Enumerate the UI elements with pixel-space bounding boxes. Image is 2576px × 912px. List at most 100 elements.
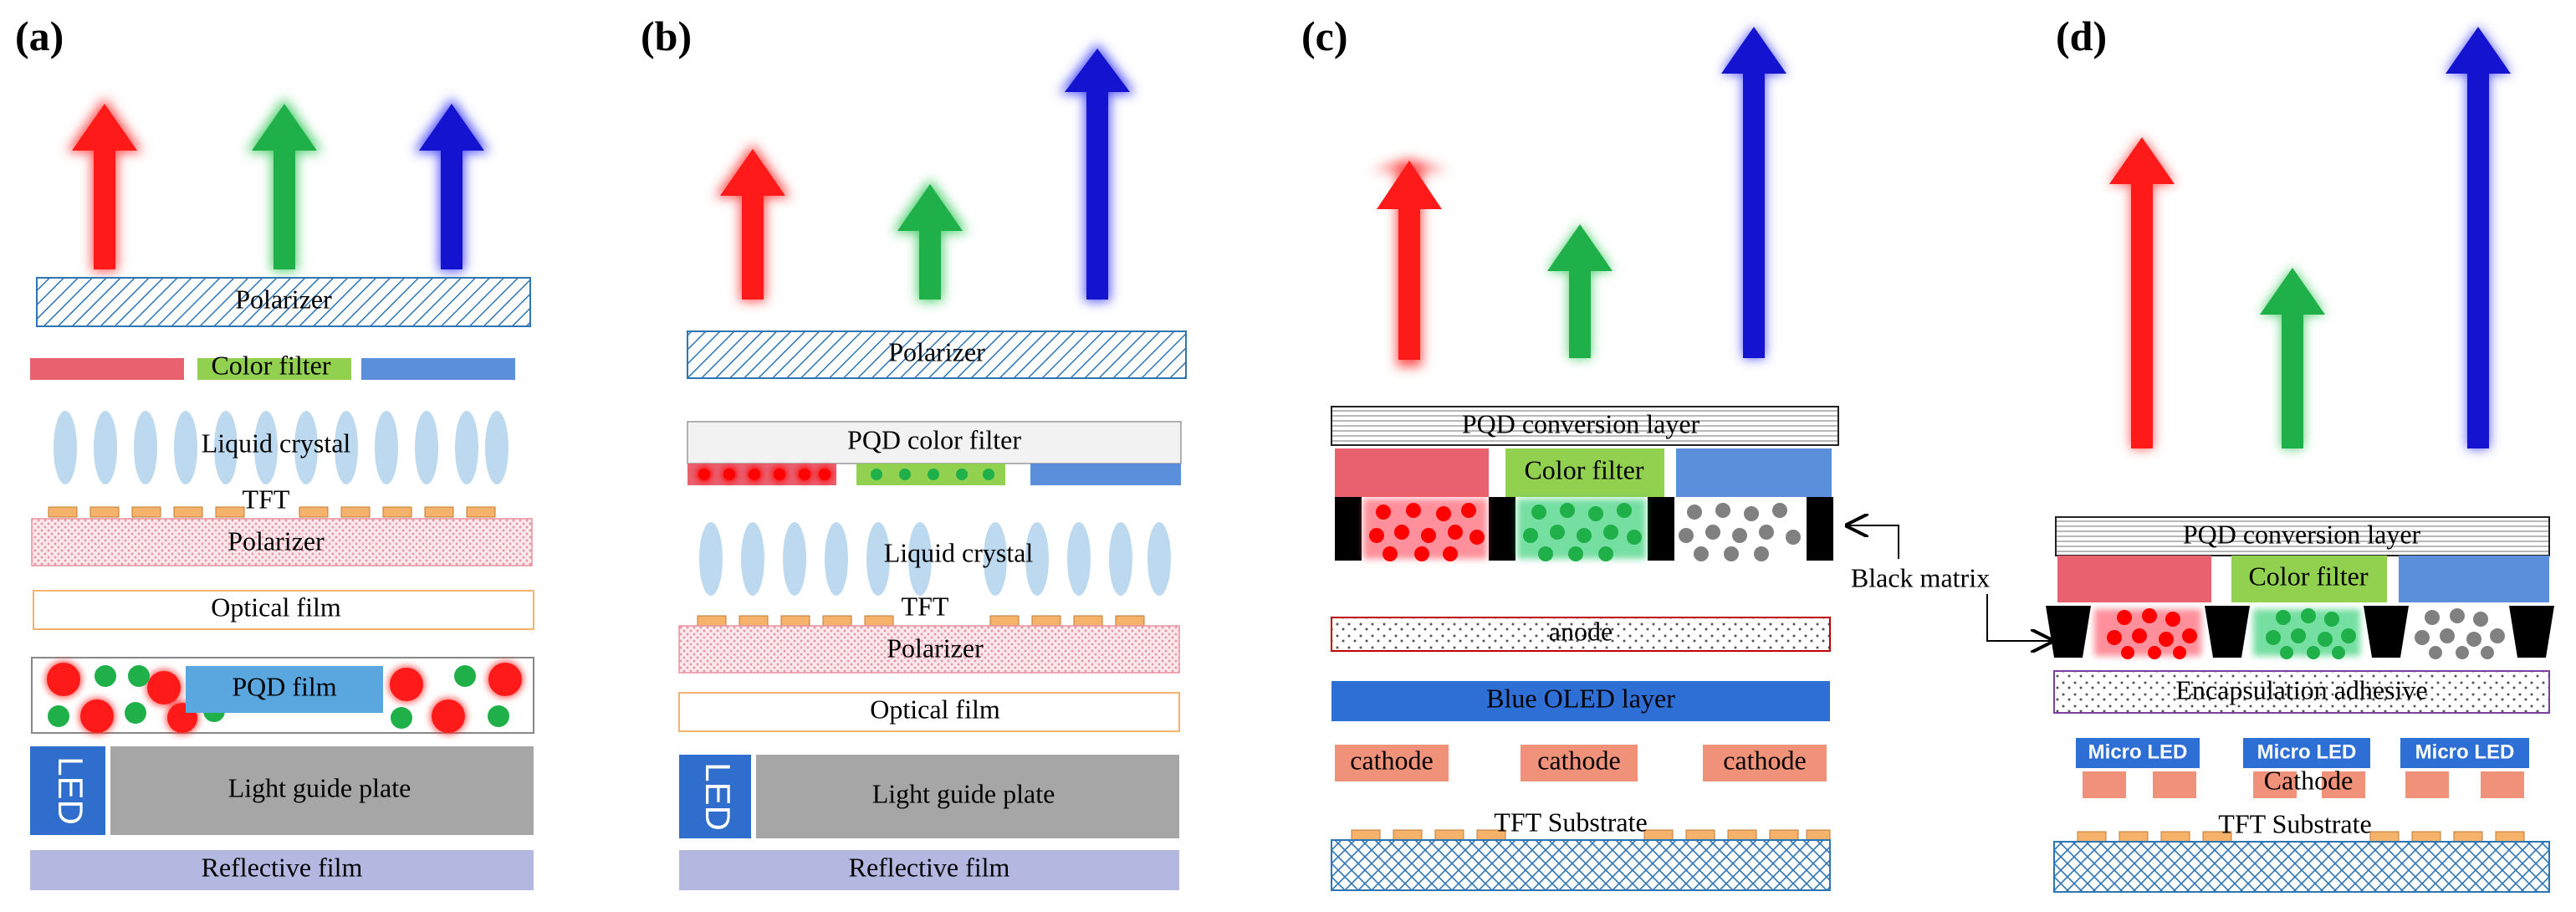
svg-text:Reflective film: Reflective film <box>202 852 363 882</box>
svg-text:PQD color filter: PQD color filter <box>847 424 1021 454</box>
red-arrow-c <box>1372 159 1447 366</box>
red-arrow-d <box>2109 137 2175 448</box>
svg-text:Encapsulation adhesive: Encapsulation adhesive <box>2175 674 2427 704</box>
light-guide-plate-b: Light guide plate <box>756 755 1179 838</box>
svg-text:TFT Substrate: TFT Substrate <box>2218 808 2371 838</box>
black-matrix-row-d <box>2046 606 2554 659</box>
panel-c-label: (c) <box>1301 13 1348 59</box>
svg-text:Polarizer: Polarizer <box>235 284 332 314</box>
svg-text:Liquid crystal: Liquid crystal <box>202 428 351 458</box>
svg-text:Polarizer: Polarizer <box>227 525 325 556</box>
svg-text:TFT: TFT <box>243 484 290 514</box>
svg-text:TFT: TFT <box>902 591 949 621</box>
blue-arrow-b <box>1060 44 1135 301</box>
arrows-b <box>715 44 1135 301</box>
svg-text:cathode: cathode <box>1537 745 1621 775</box>
tft-substrate-c: TFT Substrate <box>1331 807 1831 891</box>
tft-b: TFT <box>697 591 1145 627</box>
green-arrow-d <box>2260 268 2325 448</box>
svg-text:anode: anode <box>1549 616 1613 646</box>
svg-text:Color filter: Color filter <box>1524 454 1643 484</box>
panel-a: (a) Polarizer Color filter <box>15 13 534 890</box>
green-arrow-c <box>1547 224 1613 358</box>
svg-text:Light guide plate: Light guide plate <box>872 778 1055 808</box>
color-filter-a: Color filter <box>30 350 515 380</box>
cathodes-d: Cathode <box>2083 765 2524 798</box>
tft-substrate-d: TFT Substrate <box>2053 808 2550 893</box>
color-filter-d: Color filter <box>2057 556 2549 602</box>
led-a: LED <box>30 746 105 835</box>
pqd-conversion-layer-d: PQD conversion layer <box>2055 516 2550 556</box>
black-matrix-label: Black matrix <box>1851 562 1990 592</box>
light-guide-plate-a: Light guide plate <box>110 746 534 835</box>
reflective-film-a: Reflective film <box>30 850 534 890</box>
svg-text:Cathode: Cathode <box>2264 765 2354 795</box>
optical-film-b: Optical film <box>678 692 1180 732</box>
tft-a: TFT <box>48 484 496 518</box>
black-matrix-callout-c: Black matrix <box>1848 525 1990 592</box>
panel-d: (d) PQD conversion layer Color filte <box>1986 13 2554 893</box>
black-matrix-callout-d <box>1986 594 2051 641</box>
svg-text:Optical film: Optical film <box>870 694 1000 724</box>
polarizer-bottom-a: Polarizer <box>31 518 533 566</box>
svg-text:Polarizer: Polarizer <box>888 336 985 366</box>
panel-b-label: (b) <box>641 13 692 59</box>
pqd-film-a: PQD film <box>31 657 534 735</box>
svg-text:Polarizer: Polarizer <box>887 633 984 663</box>
red-qd-d <box>2107 608 2197 659</box>
pqd-color-filter-b: PQD color filter <box>687 421 1182 485</box>
panel-c: (c) PQD conversion layer Color filte <box>1301 13 1990 891</box>
gray-scatter-d <box>2415 608 2505 659</box>
encapsulation-adhesive-d: Encapsulation adhesive <box>2053 670 2550 714</box>
polarizer-bottom-b: Polarizer <box>678 625 1180 674</box>
svg-text:Micro LED: Micro LED <box>2088 740 2188 763</box>
svg-text:Micro LED: Micro LED <box>2257 740 2357 763</box>
panel-d-label: (d) <box>2056 13 2107 59</box>
svg-text:LED: LED <box>51 756 90 825</box>
svg-text:Blue OLED layer: Blue OLED layer <box>1486 683 1675 713</box>
svg-text:Micro LED: Micro LED <box>2415 740 2515 763</box>
svg-text:Color filter: Color filter <box>211 350 330 380</box>
svg-text:PQD conversion layer: PQD conversion layer <box>2183 519 2421 549</box>
polarizer-top-b: Polarizer <box>687 330 1187 379</box>
red-qd-c <box>1369 503 1485 561</box>
svg-text:Color filter: Color filter <box>2248 561 2368 591</box>
liquid-crystal-a: Liquid crystal <box>54 411 509 484</box>
svg-text:TFT Substrate: TFT Substrate <box>1494 807 1647 837</box>
liquid-crystal-b: Liquid crystal <box>699 522 1171 596</box>
svg-text:PQD film: PQD film <box>232 671 336 701</box>
micro-leds-d: Micro LED Micro LED Micro LED <box>2076 738 2529 768</box>
green-qd-c <box>1523 503 1642 561</box>
svg-text:Reflective film: Reflective film <box>849 852 1010 882</box>
polarizer-top-a: Polarizer <box>36 277 531 327</box>
svg-text:Optical film: Optical film <box>211 592 341 622</box>
optical-film-a: Optical film <box>33 590 534 630</box>
color-filter-c: Color filter <box>1335 448 1832 497</box>
red-arrow-b <box>715 144 790 301</box>
arrows-d <box>2109 27 2511 448</box>
red-arrow-a <box>67 98 142 271</box>
svg-text:PQD conversion layer: PQD conversion layer <box>1462 408 1700 438</box>
blue-arrow-a <box>414 98 489 271</box>
arrows-c <box>1372 27 1786 366</box>
led-b: LED <box>679 755 751 838</box>
blue-oled-layer-c: Blue OLED layer <box>1331 681 1830 721</box>
blue-arrow-d <box>2446 27 2511 448</box>
pqd-conversion-layer-c: PQD conversion layer <box>1331 406 1839 446</box>
green-arrow-a <box>247 98 322 271</box>
svg-text:Liquid crystal: Liquid crystal <box>884 537 1034 567</box>
arrows-a <box>67 98 489 271</box>
reflective-film-b: Reflective film <box>679 850 1179 890</box>
svg-text:cathode: cathode <box>1350 745 1434 775</box>
anode-c: anode <box>1331 616 1831 652</box>
blue-arrow-c <box>1721 27 1786 358</box>
svg-text:Light guide plate: Light guide plate <box>228 772 411 802</box>
green-qd-d <box>2266 608 2356 659</box>
green-arrow-b <box>892 179 968 301</box>
svg-text:cathode: cathode <box>1723 745 1807 775</box>
black-matrix-row-c <box>1335 497 1833 561</box>
gray-scatter-c <box>1679 503 1801 561</box>
svg-text:LED: LED <box>698 762 738 831</box>
cathodes-c: cathode cathode cathode <box>1335 745 1827 781</box>
